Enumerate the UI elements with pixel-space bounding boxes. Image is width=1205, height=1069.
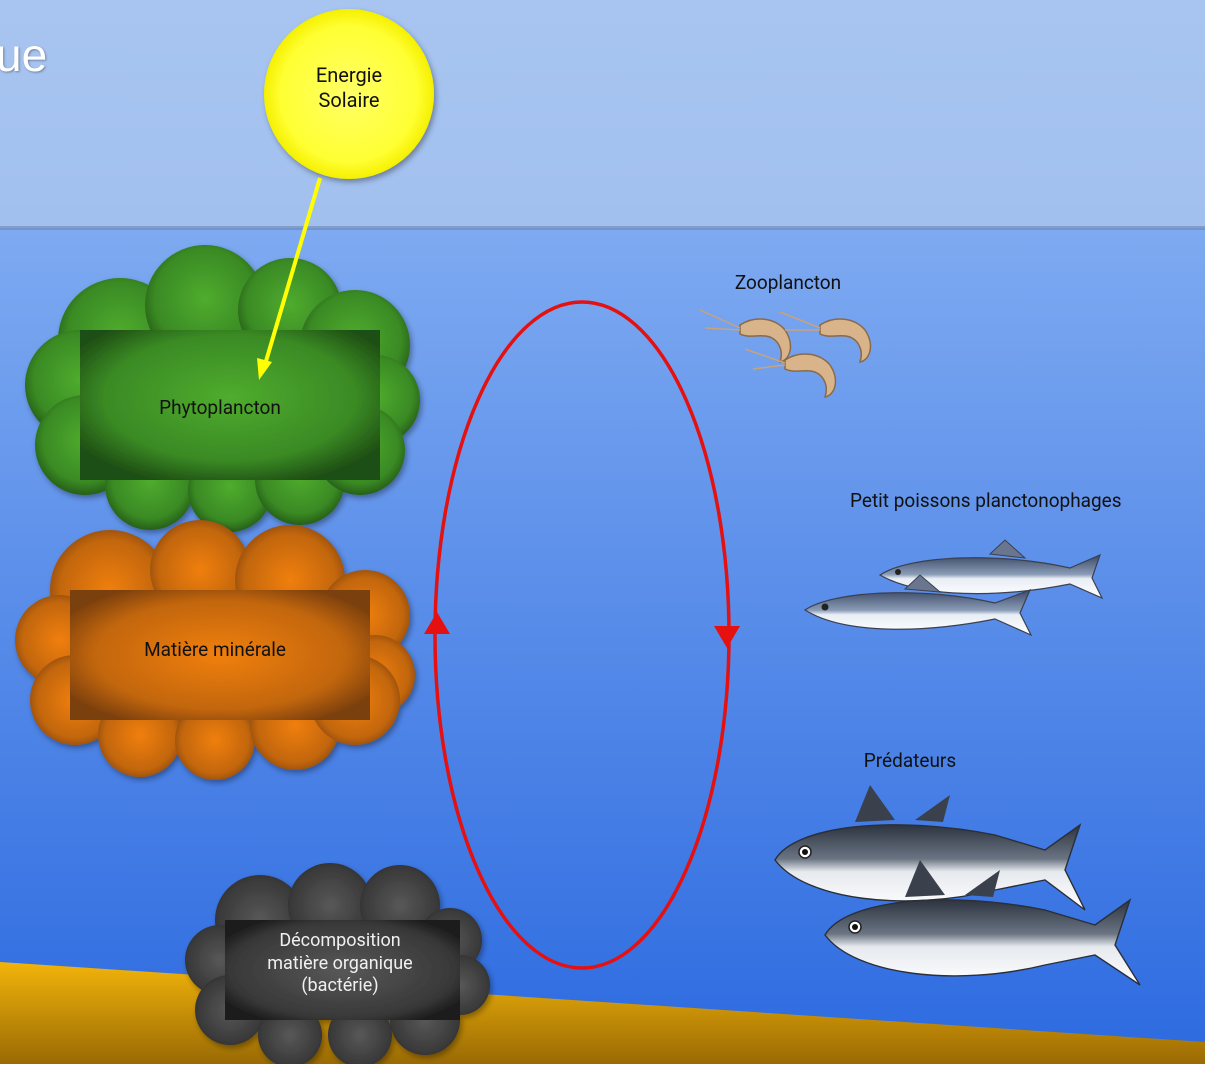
sun-label-line-1: Energie (315, 63, 383, 87)
sun-circle (264, 9, 434, 179)
decomposition-cloud (185, 863, 490, 1067)
cycle-arrow-up (424, 612, 450, 634)
decomposition-label: Décomposition matière organique (bactéri… (220, 930, 460, 998)
sun-label: Energie Solaire (289, 63, 409, 113)
water-surface-line (0, 226, 1205, 230)
sky-band (0, 0, 1205, 228)
predators-tuna (774, 785, 1141, 986)
cycle-arrow-down (714, 626, 740, 648)
predators-label: Prédateurs (863, 749, 957, 772)
small-fish-label: Petit poissons planctonophages (850, 489, 1122, 512)
phytoplancton-cloud (25, 245, 420, 532)
sun-energy-arrow-line (262, 177, 322, 369)
small-fish-sardines (803, 539, 1104, 637)
matiere-minerale-label: Matière minérale (144, 638, 286, 661)
decomposition-line-1: Décomposition (279, 930, 401, 951)
zooplancton-shrimp (699, 309, 872, 398)
phytoplancton-label: Phytoplancton (159, 396, 281, 419)
sun-energy-arrowhead (257, 358, 272, 380)
zooplancton-label: Zooplancton (734, 271, 842, 294)
sun-label-line-2: Solaire (318, 88, 380, 112)
matiere-minerale-cloud (15, 520, 415, 780)
title-fragment: ue (0, 29, 48, 81)
decomposition-line-3: (bactérie) (301, 975, 379, 996)
decomposition-line-2: matière organique (267, 952, 413, 974)
